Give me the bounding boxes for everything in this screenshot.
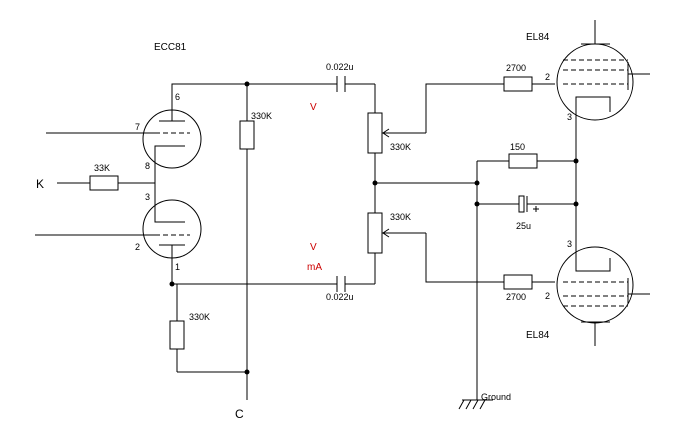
ground-label: Ground: [481, 392, 511, 402]
junction-dots: [169, 81, 579, 375]
pin-2-el84-bottom: 2: [545, 291, 550, 301]
measure-v-bottom: V: [310, 242, 317, 253]
resistor-330k-plate: [239, 120, 255, 150]
potentiometer-top: [367, 112, 426, 154]
label-150: 150: [510, 142, 525, 152]
label-pot-bottom: 330K: [390, 212, 411, 222]
pin-3-el84-bottom: 3: [567, 239, 572, 249]
resistor-2700-bottom: [503, 274, 533, 290]
pin-3-ecc81: 3: [145, 192, 150, 202]
resistor-330k-cathode: [169, 320, 185, 350]
ground-symbol: [458, 399, 493, 410]
pin-6: 6: [175, 92, 180, 102]
capacitor-bottom: [336, 276, 346, 292]
anode-rail: [246, 83, 376, 372]
measure-v-top: V: [310, 102, 317, 113]
ecc81-label: ECC81: [154, 42, 187, 53]
label-25u: 25u: [516, 221, 531, 231]
cathode-net: [172, 283, 375, 400]
label-2700-bottom: 2700: [506, 292, 526, 302]
label-330k-cathode: 330K: [189, 312, 210, 322]
ecc81-upper-triode: [142, 106, 202, 169]
terminal-c: C: [235, 407, 244, 421]
capacitor-25u: [518, 195, 539, 213]
cathode-network: [476, 116, 577, 400]
ecc81-lower-triode: [142, 199, 202, 260]
capacitor-top: [336, 76, 346, 92]
pin-1: 1: [175, 262, 180, 272]
terminal-k: K: [36, 177, 44, 191]
measure-ma: mA: [307, 262, 322, 273]
grid-feed-bottom: [425, 233, 555, 283]
resistor-33k: [89, 175, 119, 191]
label-33k: 33K: [94, 163, 110, 173]
label-pot-top: 330K: [390, 142, 411, 152]
label-cap-bottom: 0.022u: [326, 292, 354, 302]
pin-2-el84-top: 2: [545, 72, 550, 82]
el84-bottom-tube: [556, 246, 650, 346]
pin-2-ecc81: 2: [135, 242, 140, 252]
grid-feed-top: [425, 83, 555, 133]
potentiometer-bottom: [367, 212, 426, 254]
ecc81-wiring: [35, 83, 247, 284]
label-2700-top: 2700: [506, 63, 526, 73]
pin-7: 7: [135, 122, 140, 132]
el84-top-tube: [556, 20, 650, 121]
resistor-150: [508, 153, 538, 169]
el84-bottom-label: EL84: [526, 330, 550, 341]
label-330k-plate: 330K: [251, 111, 272, 121]
resistor-2700-top: [503, 76, 533, 92]
pin-3-el84-top: 3: [567, 112, 572, 122]
el84-top-label: EL84: [526, 32, 550, 43]
label-cap-top: 0.022u: [326, 62, 354, 72]
pin-8: 8: [145, 161, 150, 171]
